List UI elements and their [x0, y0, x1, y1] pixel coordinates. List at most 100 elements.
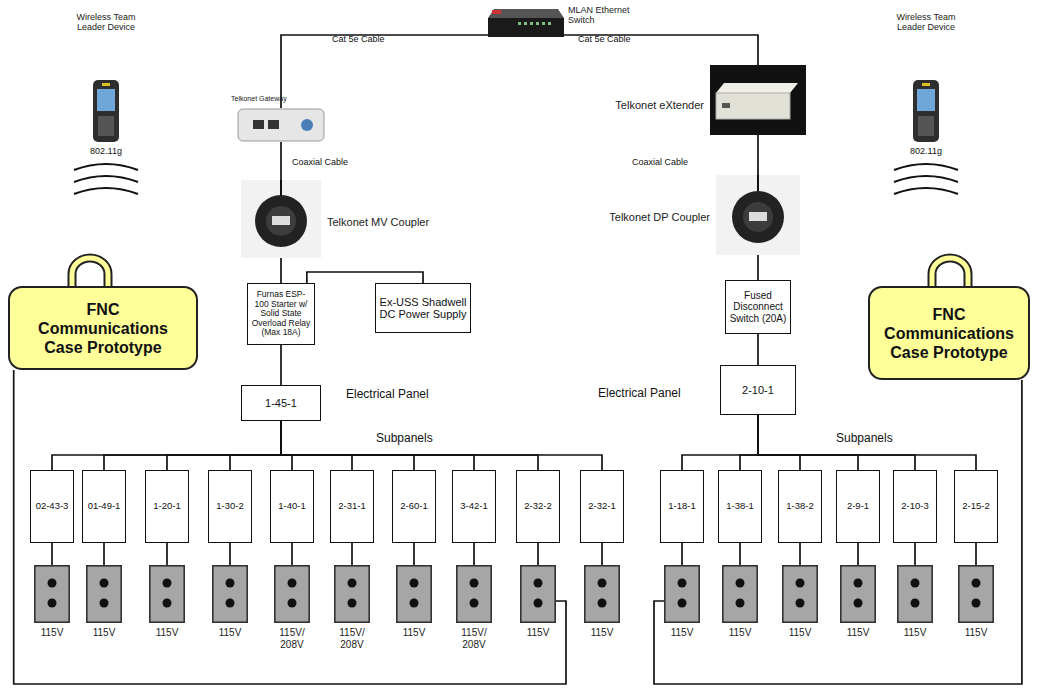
device-picture — [488, 5, 564, 39]
wireless-wave — [894, 188, 958, 194]
process-box: 1-30-2 — [208, 470, 252, 543]
process-box: 3-42-1 — [452, 470, 496, 543]
device-part — [272, 216, 290, 225]
device-picture — [212, 565, 248, 623]
process-box: 1-40-1 — [270, 470, 314, 543]
node-label: 115V/ 208V — [332, 627, 372, 650]
outlet-plate — [723, 566, 757, 622]
case-box: FNC Communications Case Prototype — [8, 286, 198, 370]
cable-line — [307, 272, 423, 283]
device-part — [255, 195, 307, 247]
outlet-symbol: 115V — [34, 565, 70, 623]
outlet-hole — [348, 579, 357, 588]
node-label: 115V — [147, 627, 187, 639]
device-picture — [584, 565, 620, 623]
process-box: 2-10-3 — [893, 470, 937, 543]
outlet-symbol: 115V — [584, 565, 620, 623]
node-label: 115V — [518, 627, 558, 639]
device-part — [280, 180, 282, 196]
device-part — [542, 22, 545, 25]
cable-line — [681, 543, 683, 565]
process-box: 2-32-2 — [516, 470, 560, 543]
cable-line — [281, 421, 538, 470]
outlet-plate — [898, 566, 932, 622]
outlet-hole — [348, 599, 357, 608]
outlet-plate — [35, 566, 69, 622]
cable-line — [52, 421, 281, 470]
cable-line — [281, 421, 292, 470]
node-label: 1-20-1 — [153, 501, 180, 512]
outlet-symbol: 115V — [958, 565, 994, 623]
cable-line — [291, 543, 293, 565]
cable-line — [351, 543, 353, 565]
device-part — [548, 22, 551, 25]
process-box: 2-32-1 — [580, 470, 624, 543]
phone-device: Wireless Team Leader Device — [92, 80, 120, 142]
cable-line — [104, 421, 281, 470]
cable-line — [14, 370, 566, 684]
cable-line — [280, 345, 282, 385]
device-picture — [396, 565, 432, 623]
outlet-hole — [100, 599, 109, 608]
device-part — [268, 120, 279, 129]
process-box: 02-43-3 — [30, 470, 74, 543]
node-label: 1-30-2 — [216, 501, 243, 512]
outlet-hole — [163, 599, 172, 608]
cable-line — [564, 35, 758, 65]
device-part — [238, 109, 324, 141]
outlet-hole — [796, 579, 805, 588]
device-picture — [710, 65, 806, 135]
cable-line — [281, 421, 352, 470]
node-label: FNC Communications Case Prototype — [36, 300, 170, 357]
case-box: FNC Communications Case Prototype — [868, 286, 1030, 380]
process-box: 1-45-1 — [241, 385, 321, 421]
device-part — [922, 83, 930, 86]
process-box: 1-38-2 — [778, 470, 822, 543]
node-label: 115V — [895, 627, 935, 639]
outlet-plate — [335, 566, 369, 622]
cable-line — [757, 255, 759, 280]
outlet-symbol: 115V — [840, 565, 876, 623]
node-label: 1-40-1 — [278, 501, 305, 512]
process-box: 2-10-1 — [720, 365, 796, 415]
outlet-hole — [288, 599, 297, 608]
outlet-hole — [410, 599, 419, 608]
device-picture — [274, 565, 310, 623]
device-picture — [716, 175, 800, 255]
switch-device: MLAN Ethernet Switch — [488, 5, 564, 39]
node-label: Wireless Team Leader Device — [886, 12, 966, 33]
outlet-hole — [911, 599, 920, 608]
device-picture — [782, 565, 818, 623]
node-label: Telkonet DP Coupler — [570, 211, 710, 224]
cable-line — [281, 421, 602, 470]
outlet-hole — [911, 579, 920, 588]
node-label: 1-45-1 — [265, 397, 297, 409]
device-picture — [897, 565, 933, 623]
outlet-plate — [87, 566, 121, 622]
node-label: 115V — [582, 627, 622, 639]
outlet-hole — [796, 599, 805, 608]
cable-line — [975, 543, 977, 565]
device-part — [488, 9, 564, 18]
cable-line — [758, 415, 800, 470]
outlet-hole — [678, 579, 687, 588]
node-label: Telkonet MV Coupler — [327, 216, 497, 229]
outlet-symbol: 115V — [212, 565, 248, 623]
process-box: Furnas ESP-100 Starter w/ Solid State Ov… — [247, 283, 315, 345]
cable-line — [281, 35, 488, 108]
device-part — [241, 180, 321, 258]
device-picture — [86, 565, 122, 623]
cable-line — [473, 543, 475, 565]
device-part — [524, 22, 527, 25]
cable-line — [230, 421, 281, 470]
outlet-plate — [150, 566, 184, 622]
node-label: 2-32-1 — [588, 501, 615, 512]
phone-device: Wireless Team Leader Device — [912, 80, 940, 142]
node-label: 115V — [32, 627, 72, 639]
device-part — [710, 65, 806, 135]
outlet-hole — [678, 599, 687, 608]
node-label: 115V — [720, 627, 760, 639]
device-part — [93, 80, 119, 142]
outlet-plate — [665, 566, 699, 622]
